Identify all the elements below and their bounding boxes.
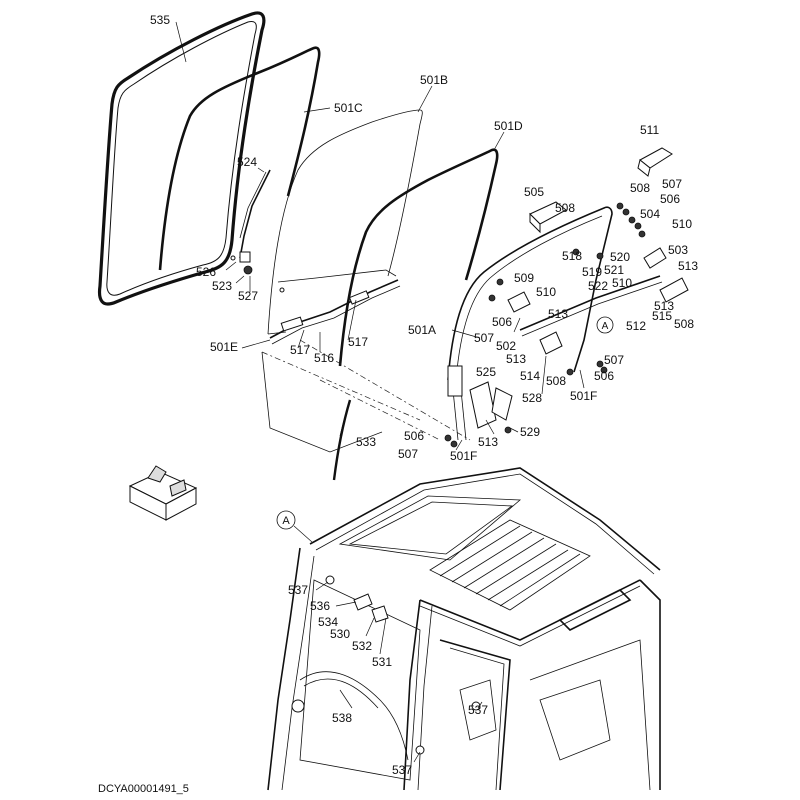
callout-a-cab: A — [276, 510, 313, 543]
glass-501b — [267, 109, 423, 335]
label-507-d: 507 — [398, 447, 418, 461]
label-508-d: 508 — [546, 374, 566, 388]
label-537-c: 537 — [392, 763, 412, 777]
label-517-a: 517 — [290, 343, 310, 357]
seal-535 — [97, 11, 266, 306]
label-501e: 501E — [210, 340, 238, 354]
label-532: 532 — [352, 639, 372, 653]
label-510-c: 510 — [536, 285, 556, 299]
callout-a-upper-text: A — [602, 321, 609, 332]
label-513-e: 513 — [478, 435, 498, 449]
cab-body — [267, 467, 661, 791]
label-519: 519 — [582, 265, 602, 279]
label-513-a: 513 — [678, 259, 698, 273]
label-523: 523 — [212, 279, 232, 293]
label-510-b: 510 — [612, 276, 632, 290]
label-530: 530 — [330, 627, 350, 641]
label-520: 520 — [610, 250, 630, 264]
frame-501a — [447, 206, 613, 441]
label-511: 511 — [640, 123, 659, 137]
seal-501d — [338, 148, 499, 367]
label-536: 536 — [310, 599, 330, 613]
front-orientation-icon — [128, 465, 198, 521]
sunroof-grid — [429, 519, 591, 611]
label-501c: 501C — [334, 101, 363, 115]
label-508-c: 508 — [674, 317, 694, 331]
label-516: 516 — [314, 351, 334, 365]
label-506-a: 506 — [660, 192, 680, 206]
label-506-d: 506 — [404, 429, 424, 443]
label-524: 524 — [237, 155, 257, 169]
leader-lines — [175, 21, 585, 763]
label-522: 522 — [588, 279, 608, 293]
document-id: DCYA00001491_5 — [98, 783, 189, 795]
rod-512 — [519, 275, 663, 337]
callout-a-upper: A — [596, 316, 614, 334]
strip-533 — [332, 399, 352, 481]
latch-503 — [643, 247, 689, 303]
label-521: 521 — [604, 263, 624, 277]
label-518: 518 — [562, 249, 582, 263]
label-538: 538 — [332, 711, 352, 725]
seal-501c — [158, 46, 321, 271]
label-515: 515 — [652, 309, 672, 323]
label-508-b: 508 — [630, 181, 650, 195]
label-509: 509 — [514, 271, 534, 285]
hinge-502 — [507, 291, 563, 355]
label-507-a: 507 — [662, 177, 682, 191]
bolts — [444, 202, 646, 448]
wiper-524 — [230, 169, 271, 275]
label-535: 535 — [150, 13, 170, 27]
label-508-a: 508 — [555, 201, 575, 215]
label-526: 526 — [196, 265, 216, 279]
label-525: 525 — [476, 365, 496, 379]
label-527: 527 — [238, 289, 258, 303]
label-501b: 501B — [420, 73, 448, 87]
label-504: 504 — [640, 207, 660, 221]
label-503: 503 — [668, 243, 688, 257]
label-507-c: 507 — [604, 353, 624, 367]
label-537-b: 537 — [468, 703, 488, 717]
label-513-c: 513 — [548, 307, 568, 321]
callout-a-cab-text: A — [282, 515, 290, 527]
label-513-d: 513 — [506, 352, 526, 366]
label-506-c: 506 — [594, 369, 614, 383]
label-531: 531 — [372, 655, 392, 669]
label-501f-a: 501F — [570, 389, 597, 403]
rail-516 — [269, 279, 401, 345]
label-528: 528 — [522, 391, 542, 405]
lock-511 — [637, 147, 673, 177]
part-labels: 535 501B 501C 501D 524 526 523 527 501E … — [150, 13, 698, 777]
label-507-b: 507 — [474, 331, 494, 345]
label-529: 529 — [520, 425, 540, 439]
label-534: 534 — [318, 615, 338, 629]
label-501d: 501D — [494, 119, 523, 133]
label-506-b: 506 — [492, 315, 512, 329]
label-533: 533 — [356, 435, 376, 449]
label-514: 514 — [520, 369, 540, 383]
handle-505 — [529, 201, 567, 234]
parts-525-528 — [469, 381, 513, 434]
label-505: 505 — [524, 185, 544, 199]
label-502: 502 — [496, 339, 516, 353]
label-512: 512 — [626, 319, 646, 333]
label-501f-b: 501F — [450, 449, 477, 463]
label-501a: 501A — [408, 323, 436, 337]
label-537-a: 537 — [288, 583, 308, 597]
label-510-a: 510 — [672, 217, 692, 231]
label-513-b: 513 — [654, 299, 674, 313]
label-517-b: 517 — [348, 335, 368, 349]
lower-glass — [261, 339, 471, 453]
